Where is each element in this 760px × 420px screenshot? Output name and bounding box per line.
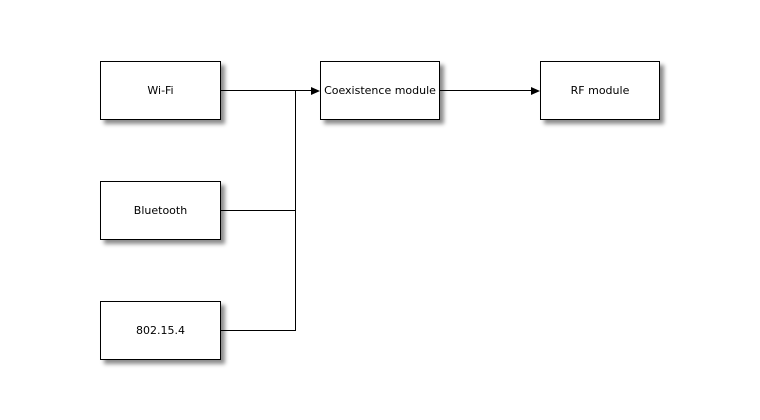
arrowhead-into-coexistence [311, 86, 320, 95]
node-label: 802.15.4 [136, 324, 185, 337]
node-label: Bluetooth [133, 204, 188, 217]
edge-wifi-to-coexistence [221, 90, 311, 91]
node-coexistence-module: Coexistence module [320, 61, 440, 120]
edge-trunk-vertical [295, 90, 296, 331]
node-bluetooth: Bluetooth [100, 181, 221, 240]
node-rf-module: RF module [540, 61, 660, 120]
edge-coexistence-to-rf [440, 90, 531, 91]
node-label: RF module [570, 84, 630, 97]
arrowhead-into-rf [531, 86, 540, 95]
node-wifi: Wi-Fi [100, 61, 221, 120]
node-label: Wi-Fi [147, 84, 174, 97]
node-label: Coexistence module [324, 84, 436, 97]
node-802-15-4: 802.15.4 [100, 301, 221, 360]
edge-802-15-4-to-trunk [221, 330, 295, 331]
edge-bluetooth-to-trunk [221, 210, 295, 211]
